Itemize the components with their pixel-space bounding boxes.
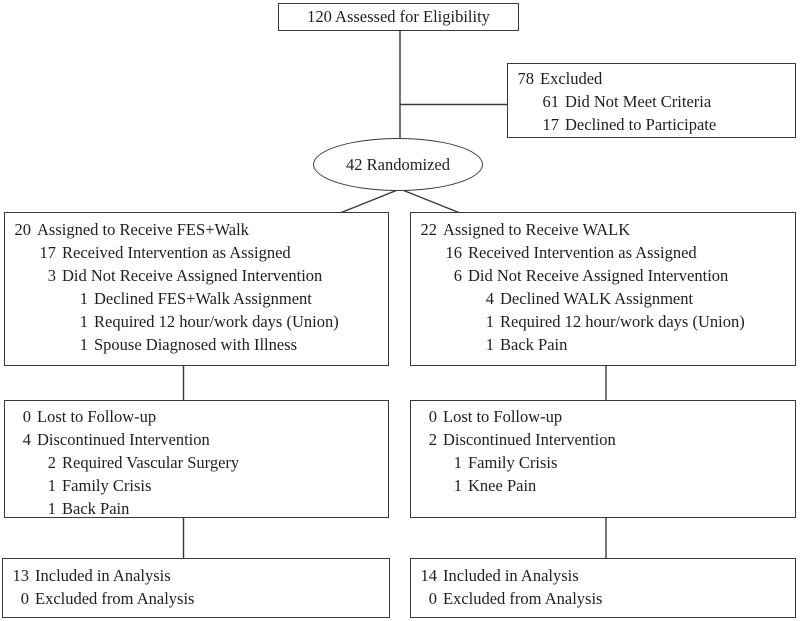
flow-line-count: 1 — [79, 289, 88, 308]
flow-line-count: 1 — [47, 499, 56, 518]
flow-line-label: Excluded — [540, 69, 603, 88]
flow-line-label: Back Pain — [62, 499, 130, 518]
flow-line: 1 Back Pain — [420, 333, 791, 356]
flow-line-label: Required 12 hour/work days (Union) — [500, 312, 745, 331]
flow-line-count: 22 — [420, 220, 438, 239]
flow-line-label: Family Crisis — [62, 476, 152, 495]
flow-line: 3 Did Not Receive Assigned Intervention — [14, 264, 384, 287]
flow-line-count: 13 — [12, 566, 30, 585]
flow-line-label: Discontinued Intervention — [37, 430, 210, 449]
flow-line-count: 20 — [14, 220, 32, 239]
flow-line-count: 6 — [453, 266, 462, 285]
flow-line-label: Excluded from Analysis — [443, 589, 603, 608]
flow-line-count: 3 — [47, 266, 56, 285]
flow-line-label: Did Not Meet Criteria — [565, 92, 712, 111]
flow-line: 1 Required 12 hour/work days (Union) — [420, 310, 791, 333]
randomized-ellipse: 42 Randomized — [313, 138, 483, 191]
flow-line-label: Lost to Follow-up — [443, 407, 563, 426]
flow-line: 16 Received Intervention as Assigned — [420, 241, 791, 264]
flow-line-label: Received Intervention as Assigned — [468, 243, 697, 262]
flow-line-label: Excluded from Analysis — [35, 589, 195, 608]
flow-line-label: Required Vascular Surgery — [62, 453, 240, 472]
flow-line-count: 1 — [79, 335, 88, 354]
flow-line-count: 4 — [22, 430, 31, 449]
flow-line: 1 Back Pain — [14, 497, 384, 520]
flow-line-label: Did Not Receive Assigned Intervention — [468, 266, 729, 285]
flow-line-label: Lost to Follow-up — [37, 407, 157, 426]
walk-analysis-box: 14 Included in Analysis 0 Excluded from Ana… — [410, 558, 796, 618]
flow-line-count: 1 — [485, 312, 494, 331]
assessed-eligibility-text: 120 Assessed for Eligibility — [307, 7, 490, 26]
flow-line: 78 Excluded — [517, 67, 791, 90]
connector-randomized-to-fes-walk — [334, 188, 401, 216]
flow-line: 1 Declined FES+Walk Assignment — [14, 287, 384, 310]
flow-line-count: 1 — [453, 476, 462, 495]
flow-line-label: Declined to Participate — [565, 115, 717, 134]
flow-line-label: Included in Analysis — [443, 566, 579, 585]
flow-line-count: 1 — [79, 312, 88, 331]
fes-walk-analysis-box: 13 Included in Analysis 0 Excluded from Ana… — [2, 558, 390, 618]
flow-line-count: 78 — [517, 69, 535, 88]
flow-line: 1 Family Crisis — [420, 451, 791, 474]
flow-line: 0 Lost to Follow-up — [14, 405, 384, 428]
flow-line: 2 Required Vascular Surgery — [14, 451, 384, 474]
flow-line-count: 0 — [22, 407, 31, 426]
flow-line-count: 0 — [20, 589, 29, 608]
flow-line: 22 Assigned to Receive WALK — [420, 218, 791, 241]
flow-line-label: Assigned to Receive WALK — [443, 220, 631, 239]
flow-line: 4 Discontinued Intervention — [14, 428, 384, 451]
flow-line-label: Back Pain — [500, 335, 568, 354]
flow-line-label: Knee Pain — [468, 476, 537, 495]
flow-line-count: 17 — [542, 115, 560, 134]
flow-line: 6 Did Not Receive Assigned Intervention — [420, 264, 791, 287]
flow-line-count: 17 — [39, 243, 57, 262]
flow-line-label: Declined FES+Walk Assignment — [94, 289, 312, 308]
flow-line: 17 Declined to Participate — [517, 113, 791, 136]
flow-line-label: Assigned to Receive FES+Walk — [37, 220, 249, 239]
flow-line-count: 14 — [420, 566, 438, 585]
flow-line: 1 Family Crisis — [14, 474, 384, 497]
assessed-eligibility-box: 120 Assessed for Eligibility — [278, 3, 519, 31]
flow-line-count: 4 — [485, 289, 494, 308]
flow-line-label: Discontinued Intervention — [443, 430, 616, 449]
flow-line-count: 2 — [428, 430, 437, 449]
walk-followup-box: 0 Lost to Follow-up 2 Discontinued Interven… — [410, 400, 796, 518]
flow-line-label: Required 12 hour/work days (Union) — [94, 312, 339, 331]
flow-line-label: Included in Analysis — [35, 566, 171, 585]
randomized-text: 42 Randomized — [345, 154, 451, 174]
flow-line-count: 61 — [542, 92, 560, 111]
flow-line-label: Family Crisis — [468, 453, 558, 472]
flow-line: 17 Received Intervention as Assigned — [14, 241, 384, 264]
flow-line: 1 Knee Pain — [420, 474, 791, 497]
fes-walk-arm-box: 20 Assigned to Receive FES+Walk 17 Received… — [4, 212, 389, 366]
connector-randomized-to-walk — [399, 188, 466, 216]
flow-line: 0 Excluded from Analysis — [12, 587, 385, 610]
flow-line: 4 Declined WALK Assignment — [420, 287, 791, 310]
flow-line-count: 1 — [47, 476, 56, 495]
flow-line-count: 1 — [453, 453, 462, 472]
flow-line: 0 Excluded from Analysis — [420, 587, 791, 610]
flow-line-label: Received Intervention as Assigned — [62, 243, 291, 262]
excluded-box: 78 Excluded 61 Did Not Meet Criteria 17 Decli… — [507, 63, 796, 138]
fes-walk-followup-box: 0 Lost to Follow-up 4 Discontinued Interven… — [4, 400, 389, 518]
flow-line-label: Declined WALK Assignment — [500, 289, 694, 308]
flow-line-label: Spouse Diagnosed with Illness — [94, 335, 298, 354]
flow-line: 0 Lost to Follow-up — [420, 405, 791, 428]
flow-line: 1 Spouse Diagnosed with Illness — [14, 333, 384, 356]
flow-line: 14 Included in Analysis — [420, 564, 791, 587]
flow-line: 13 Included in Analysis — [12, 564, 385, 587]
flow-line: 61 Did Not Meet Criteria — [517, 90, 791, 113]
flow-line-count: 2 — [47, 453, 56, 472]
flow-line-count: 0 — [428, 589, 437, 608]
flow-line: 20 Assigned to Receive FES+Walk — [14, 218, 384, 241]
flow-line-label: Did Not Receive Assigned Intervention — [62, 266, 323, 285]
flow-line-count: 16 — [445, 243, 463, 262]
flow-line-count: 1 — [485, 335, 494, 354]
flow-line: 1 Required 12 hour/work days (Union) — [14, 310, 384, 333]
flow-line-count: 0 — [428, 407, 437, 426]
flow-line: 2 Discontinued Intervention — [420, 428, 791, 451]
